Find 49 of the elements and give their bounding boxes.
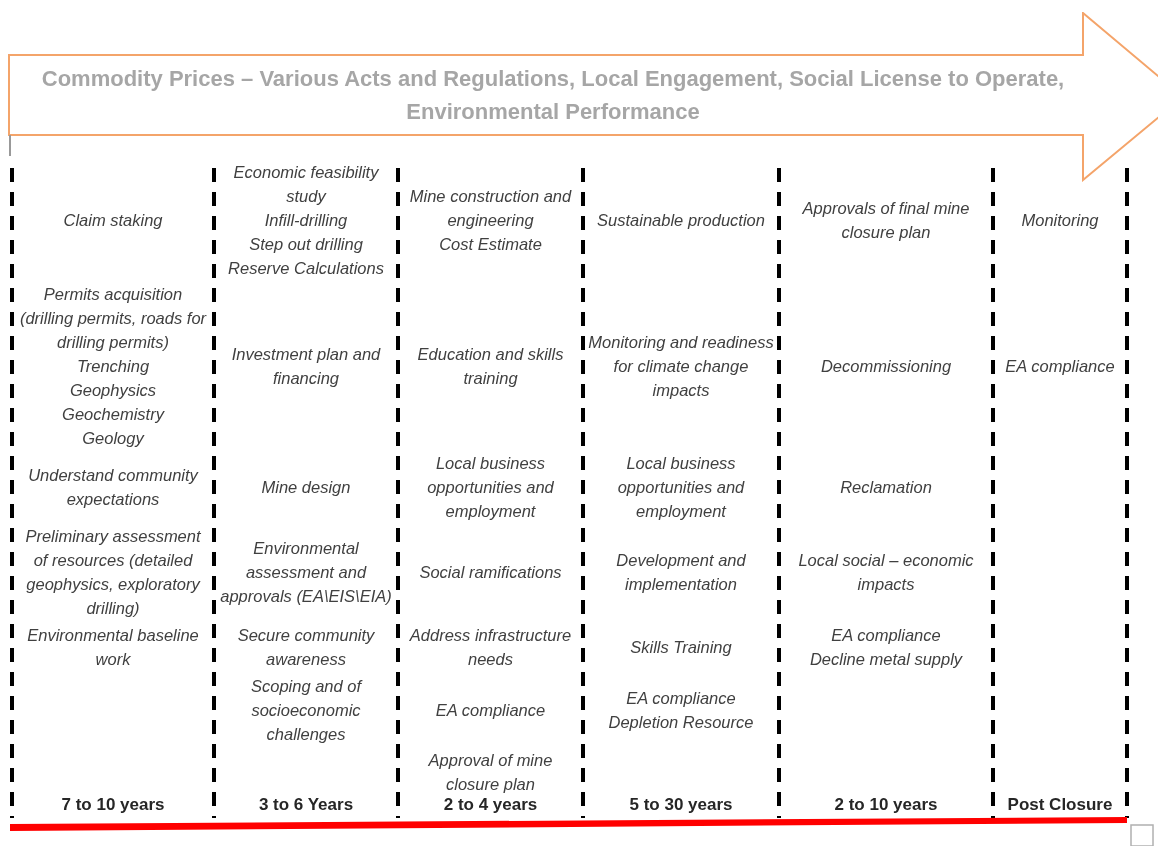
activity-text: Skills Training: [630, 637, 732, 658]
activity-text: Local business opportunities and employment: [426, 453, 555, 522]
activity-text: Geochemistry: [62, 404, 164, 425]
activity-text: Reclamation: [840, 477, 932, 498]
activity-text: Depletion Resource: [608, 712, 754, 733]
activity-text: EA compliance: [435, 700, 546, 721]
activity-text: Reserve Calculations: [228, 258, 384, 279]
activity-text: Education and skills training: [416, 344, 565, 389]
activity-text: Monitoring and readiness for climate change impacts: [588, 332, 774, 401]
activity-text: Mine construction and engineering: [408, 186, 573, 231]
activity-text: Approval of mine closure plan: [427, 750, 554, 795]
activity-text: EA compliance: [831, 625, 941, 646]
activity-text: Sustainable production: [597, 210, 765, 231]
activity-text: Trenching: [76, 356, 150, 377]
timeline-bar: [10, 817, 1127, 831]
duration-label: 3 to 6 Years: [258, 794, 354, 816]
duration-label: Post Closure: [1007, 794, 1113, 816]
activity-text: Address infrastructure needs: [408, 625, 573, 670]
activity-text: Local business opportunities and employment: [616, 453, 746, 522]
activity-text: Local social – economic impacts: [797, 550, 975, 595]
activity-text: Claim staking: [63, 210, 163, 231]
activity-text: Environmental baseline work: [26, 625, 200, 670]
activity-text: Approvals of final mine closure plan: [801, 198, 971, 243]
activity-text: Mine design: [261, 477, 351, 498]
activity-text: Understand community expectations: [27, 465, 200, 510]
activity-text: Monitoring: [1021, 210, 1099, 231]
activity-text: Decline metal supply: [809, 649, 963, 670]
duration-label: 2 to 4 years: [443, 794, 538, 816]
activity-text: Geology: [82, 428, 144, 449]
activity-text: Economic feasibility study: [232, 162, 380, 207]
activity-text: Development and implementation: [615, 550, 747, 595]
activity-text: Investment plan and financing: [230, 344, 382, 389]
activity-text: Infill-drilling: [264, 210, 348, 231]
activity-text: Scoping and of socioeconomic challenges: [249, 676, 364, 745]
activity-text: EA compliance: [1005, 356, 1115, 377]
activity-text: Environmental assessment and approvals (EA\EIS\EIA): [219, 538, 393, 607]
activity-text: Geophysics: [69, 380, 157, 401]
banner-text: Commodity Prices – Various Acts and Regulations, Local Engagement, Social License to Operate, Environmental Performance: [40, 65, 1066, 126]
duration-label: 2 to 10 years: [834, 794, 938, 816]
activity-text: Permits acquisition (drilling permits, roads for drilling permits): [18, 284, 208, 353]
activity-text: EA compliance: [626, 688, 736, 709]
activity-text: Preliminary assessment of resources (detailed geophysics, exploratory drilling): [24, 526, 202, 619]
duration-label: 7 to 10 years: [61, 794, 165, 816]
activity-text: Social ramifications: [419, 562, 562, 583]
activity-text: Secure community awareness: [236, 625, 376, 670]
duration-label: 5 to 30 years: [629, 794, 733, 816]
activity-text: Step out drilling: [249, 234, 363, 255]
activity-text: Decommissioning: [820, 356, 952, 377]
activity-text: Cost Estimate: [439, 234, 542, 255]
